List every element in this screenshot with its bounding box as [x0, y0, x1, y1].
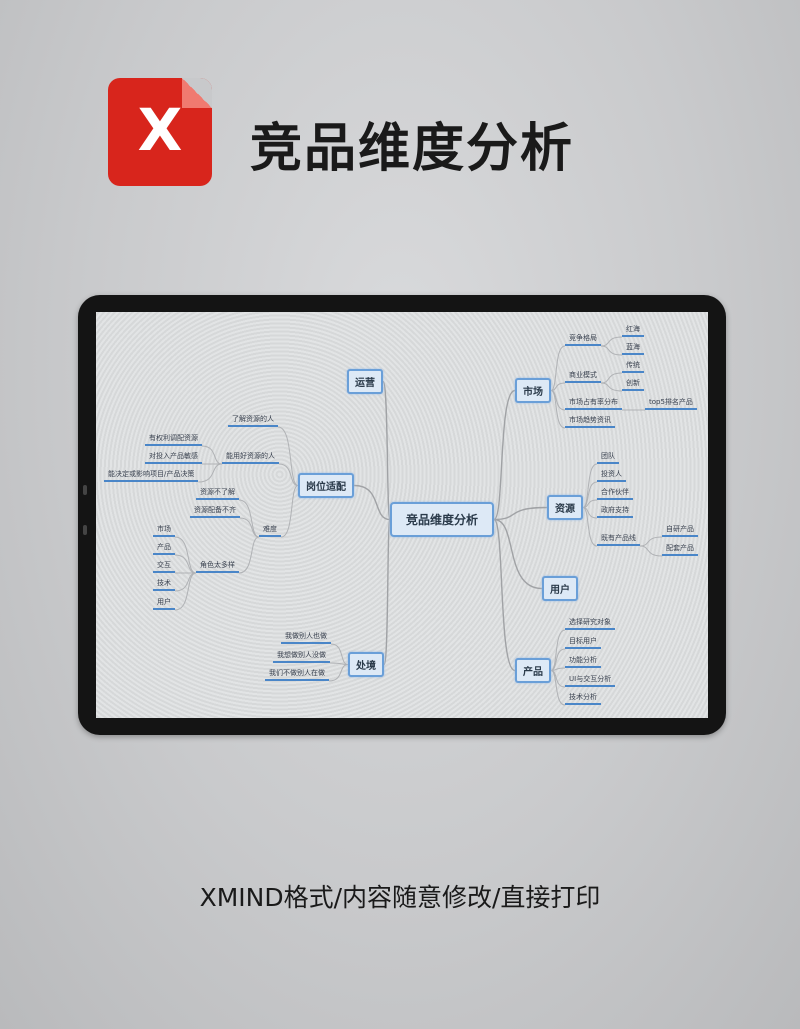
subtopic[interactable]: 蓝海 — [622, 342, 644, 355]
topic-users[interactable]: 用户 — [542, 576, 578, 601]
subtopic[interactable]: 交互 — [153, 560, 175, 573]
subtopic[interactable]: 能决定或影响项目/产品决策 — [104, 469, 199, 482]
subtopic[interactable]: 选择研究对象 — [565, 617, 615, 630]
subtopic[interactable]: 技术 — [153, 578, 175, 591]
subtopic[interactable]: 有权利调配资源 — [145, 433, 202, 446]
subtopic[interactable]: 目标用户 — [565, 636, 601, 649]
subtopic[interactable]: 市场 — [153, 524, 175, 537]
tablet-button — [83, 485, 87, 495]
xmind-logo: X — [108, 78, 212, 186]
subtopic[interactable]: 合作伙伴 — [597, 487, 633, 500]
central-topic[interactable]: 竞品维度分析 — [390, 502, 495, 537]
tablet-button — [83, 525, 87, 535]
subtopic[interactable]: 红海 — [622, 324, 644, 337]
subtopic[interactable]: 角色太多样 — [196, 560, 239, 573]
subtopic[interactable]: 难度 — [259, 524, 281, 537]
logo-fold — [182, 78, 212, 108]
subtopic[interactable]: 产品 — [153, 542, 175, 555]
subtopic[interactable]: 资源配备不齐 — [190, 505, 240, 518]
subtopic[interactable]: 传统 — [622, 360, 644, 373]
topic-product[interactable]: 产品 — [515, 658, 551, 683]
topic-yunying[interactable]: 运营 — [347, 369, 383, 394]
subtopic[interactable]: 能用好资源的人 — [222, 451, 279, 464]
footer-caption: XMIND格式/内容随意修改/直接打印 — [199, 883, 601, 912]
subtopic[interactable]: 自研产品 — [662, 524, 698, 537]
subtopic[interactable]: 了解资源的人 — [228, 414, 278, 427]
subtopic[interactable]: 竞争格局 — [565, 333, 601, 346]
topic-role-fit[interactable]: 岗位适配 — [298, 473, 354, 498]
subtopic[interactable]: UI与交互分析 — [565, 674, 616, 687]
subtopic[interactable]: 投资人 — [597, 469, 626, 482]
subtopic[interactable]: 既有产品线 — [597, 533, 640, 546]
topic-market[interactable]: 市场 — [515, 378, 551, 403]
subtopic[interactable]: 功能分析 — [565, 655, 601, 668]
subtopic[interactable]: 用户 — [153, 597, 175, 610]
subtopic[interactable]: top5排名产品 — [645, 397, 697, 410]
page-title: 竞品维度分析 — [250, 119, 575, 179]
subtopic[interactable]: 我们不做别人在做 — [265, 668, 329, 681]
topic-situation[interactable]: 处境 — [348, 652, 384, 677]
subtopic[interactable]: 配套产品 — [662, 543, 698, 556]
subtopic[interactable]: 我想做别人没做 — [273, 650, 330, 663]
subtopic[interactable]: 商业模式 — [565, 370, 601, 383]
logo-letter: X — [137, 96, 183, 164]
subtopic[interactable]: 我做别人也做 — [281, 631, 331, 644]
subtopic[interactable]: 对投入产品敏感 — [145, 451, 202, 464]
subtopic[interactable]: 资源不了解 — [196, 487, 239, 500]
subtopic[interactable]: 市场趋势资讯 — [565, 415, 615, 428]
subtopic[interactable]: 技术分析 — [565, 692, 601, 705]
subtopic[interactable]: 团队 — [597, 451, 619, 464]
subtopic[interactable]: 政府支持 — [597, 505, 633, 518]
topic-resources[interactable]: 资源 — [547, 495, 583, 520]
subtopic[interactable]: 市场占有率分布 — [565, 397, 622, 410]
subtopic[interactable]: 创新 — [622, 378, 644, 391]
